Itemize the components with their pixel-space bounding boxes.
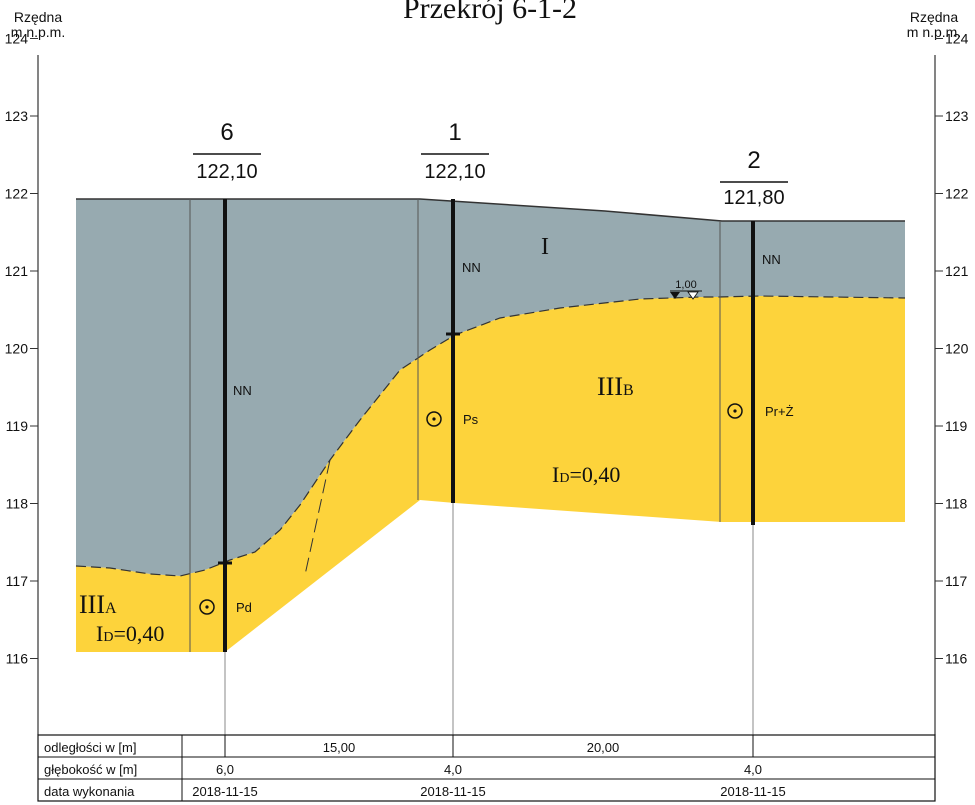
id-iiib-label: ID=0,40 bbox=[552, 462, 620, 487]
layer-i-label: I bbox=[541, 234, 549, 260]
table-label-depth: głębokość w [m] bbox=[44, 762, 137, 777]
water-depth-label: 1,00 bbox=[675, 279, 696, 291]
right-axis-label-line1: Rzędna bbox=[910, 9, 958, 25]
left-tick-label: 116 bbox=[6, 651, 29, 667]
data-table bbox=[37, 734, 936, 802]
layer-boundary-line bbox=[75, 295, 906, 577]
borehole-6-id: 6 bbox=[220, 119, 233, 146]
ground-surface-line bbox=[76, 198, 905, 222]
date-6: 2018-11-15 bbox=[192, 784, 258, 799]
right-tick-label: 117 bbox=[945, 573, 968, 589]
right-tick-label: 124 bbox=[945, 31, 969, 47]
distance-1-2: 20,00 bbox=[587, 740, 620, 755]
layer-iiia-label: IIIA bbox=[79, 590, 117, 619]
left-tick-label: 119 bbox=[6, 418, 29, 434]
distance-6-1: 15,00 bbox=[323, 740, 356, 755]
borehole-6-elevation: 122,10 bbox=[196, 161, 257, 183]
left-tick-label: 124 bbox=[5, 31, 29, 47]
table-label-date: data wykonania bbox=[44, 784, 135, 799]
sample-marker-2-dot bbox=[733, 409, 737, 413]
date-1: 2018-11-15 bbox=[420, 784, 486, 799]
section-title: Przekrój 6-1-2 bbox=[403, 0, 577, 25]
water-level-stabilized-icon bbox=[687, 291, 699, 300]
borehole-1-elevation: 122,10 bbox=[424, 161, 485, 183]
sample-marker-1-dot bbox=[432, 417, 436, 421]
layer-iiib-label: IIIB bbox=[597, 372, 634, 401]
depth-1: 4,0 bbox=[444, 762, 462, 777]
borehole-2-elevation: 121,80 bbox=[723, 187, 784, 209]
layer-sand-fill bbox=[76, 296, 905, 652]
left-tick-label: 123 bbox=[5, 108, 29, 124]
left-tick-label: 117 bbox=[6, 573, 29, 589]
sample-marker-6-dot bbox=[205, 605, 209, 609]
depth-6: 6,0 bbox=[216, 762, 234, 777]
sample-marker-6 bbox=[199, 599, 215, 615]
right-axis-ticks: 116 117 118 119 120 121 122 123 124 bbox=[935, 31, 969, 667]
right-tick-label: 122 bbox=[945, 186, 969, 202]
depth-2: 4,0 bbox=[744, 762, 762, 777]
borehole-6-layer-label: NN bbox=[233, 383, 252, 398]
right-tick-label: 119 bbox=[945, 418, 968, 434]
left-tick-label: 122 bbox=[5, 186, 29, 202]
left-tick-label: 120 bbox=[5, 341, 29, 357]
right-tick-label: 116 bbox=[945, 651, 968, 667]
right-tick-label: 121 bbox=[945, 263, 969, 279]
left-tick-label: 118 bbox=[6, 496, 29, 512]
right-tick-label: 123 bbox=[945, 108, 969, 124]
right-tick-label: 120 bbox=[945, 341, 969, 357]
sample-marker-2 bbox=[727, 403, 743, 419]
borehole-6-soil-label: Pd bbox=[236, 600, 252, 615]
borehole-1-layer-label: NN bbox=[462, 260, 481, 275]
left-axis-label-line1: Rzędna bbox=[14, 9, 62, 25]
sample-marker-1 bbox=[426, 411, 442, 427]
right-axis-label-line2: m n.p.m. bbox=[907, 24, 961, 40]
left-tick-label: 121 bbox=[5, 263, 29, 279]
left-axis-ticks: 116 117 118 119 120 121 122 123 124 bbox=[5, 31, 38, 667]
date-2: 2018-11-15 bbox=[720, 784, 786, 799]
left-axis-label-line2: m n.p.m. bbox=[11, 24, 65, 40]
layer-nn-fill bbox=[76, 199, 905, 576]
borehole-2-id: 2 bbox=[747, 147, 760, 174]
table-label-distance: odległości w [m] bbox=[44, 740, 136, 755]
borehole-2-soil-label: Pr+Ż bbox=[765, 404, 794, 419]
borehole-1-id: 1 bbox=[448, 119, 461, 146]
borehole-1-soil-label: Ps bbox=[463, 412, 479, 427]
id-iiia-label: ID=0,40 bbox=[96, 621, 164, 646]
water-level-found-icon bbox=[670, 292, 680, 299]
right-tick-label: 118 bbox=[945, 496, 968, 512]
borehole-2-layer-label: NN bbox=[762, 252, 781, 267]
